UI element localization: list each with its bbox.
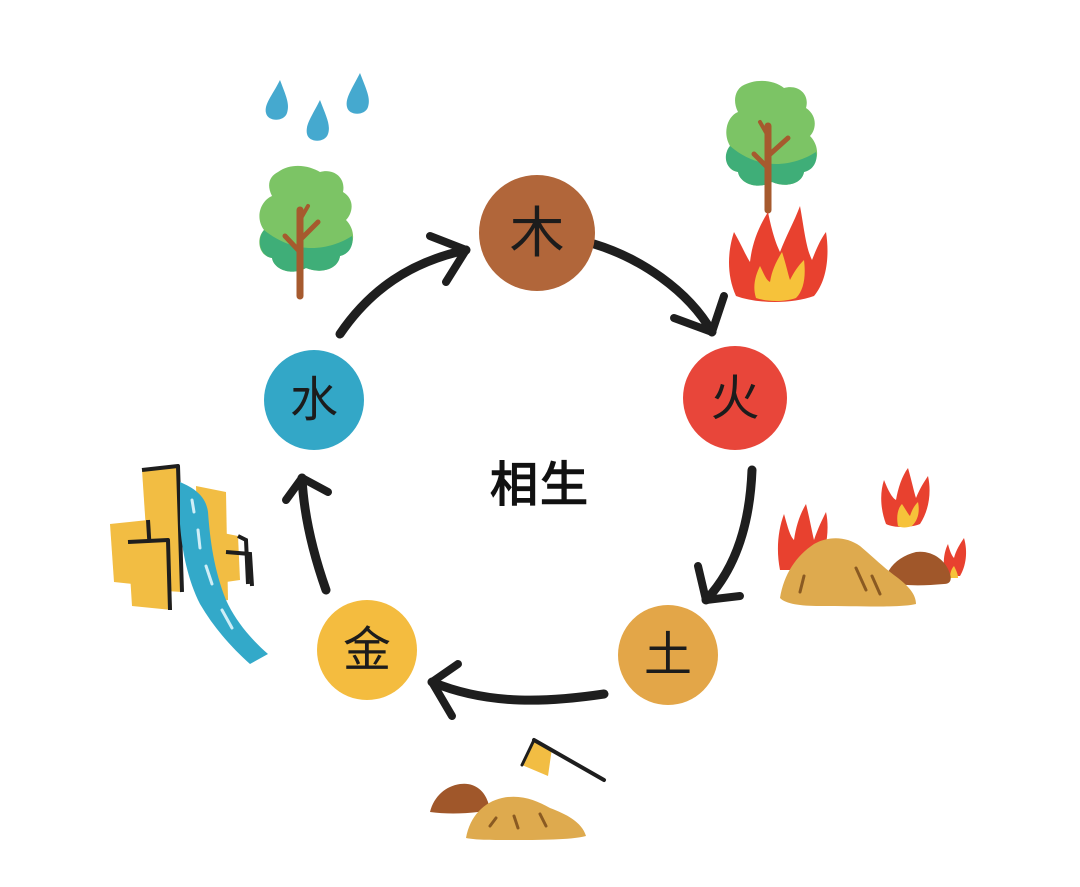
shovel-digging-earth-icon bbox=[430, 738, 606, 840]
cycle-arrows bbox=[282, 232, 757, 720]
fire-on-mounds-icon bbox=[777, 468, 967, 607]
element-node-wood: 木 bbox=[479, 175, 595, 291]
diagram-title: 相生 bbox=[489, 457, 590, 513]
element-node-metal: 金 bbox=[317, 600, 417, 700]
waterfall-cliff-icon bbox=[110, 464, 268, 664]
element-node-earth: 土 bbox=[618, 605, 718, 705]
tree-icon-left bbox=[259, 165, 354, 300]
element-node-fire: 火 bbox=[683, 346, 787, 450]
arrow-fire-to-earth bbox=[694, 465, 757, 605]
flame-icon bbox=[729, 206, 828, 302]
arrow-metal-to-water bbox=[282, 473, 332, 595]
arrow-water-to-wood bbox=[335, 232, 471, 339]
element-node-water: 水 bbox=[264, 350, 364, 450]
arrow-wood-to-fire bbox=[589, 239, 728, 337]
rain-drops-icon bbox=[265, 73, 369, 141]
tree-icon-right bbox=[725, 80, 818, 214]
arrow-earth-to-metal bbox=[427, 660, 609, 720]
